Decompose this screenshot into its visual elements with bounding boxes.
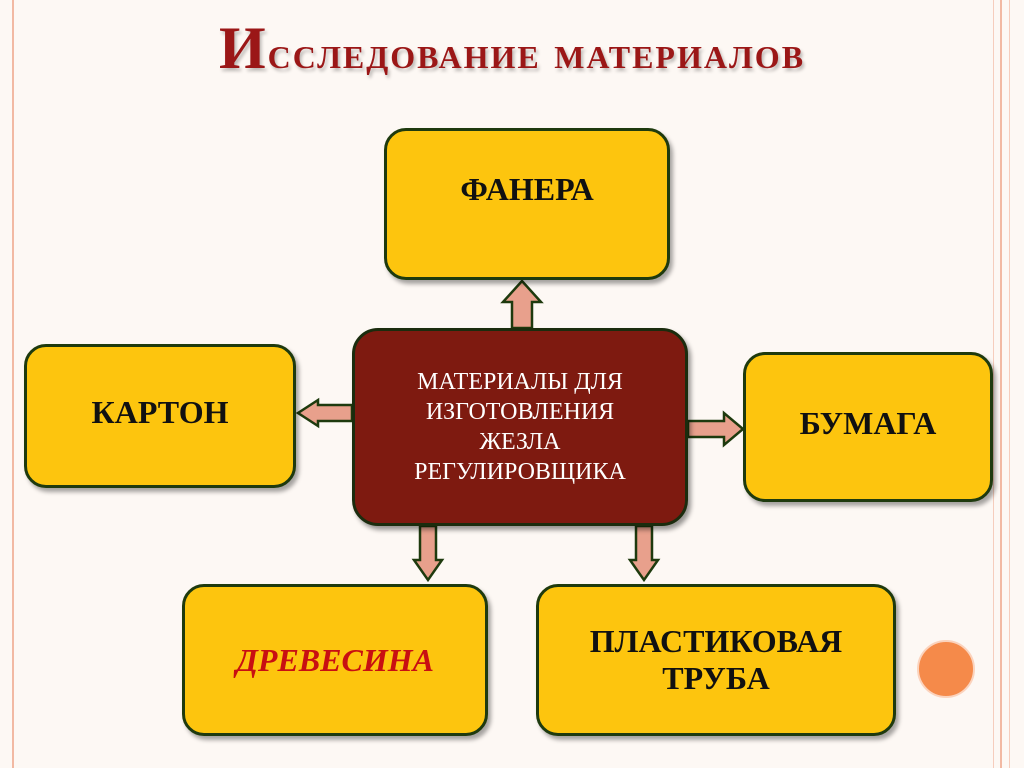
arrow-to-right <box>686 410 745 448</box>
frame-line-right-inner <box>993 0 994 768</box>
node-paper: БУМАГА <box>743 352 993 502</box>
node-plastic-pipe: ПЛАСТИКОВАЯ ТРУБА <box>536 584 896 736</box>
node-plywood-label: ФАНЕРА <box>460 170 594 207</box>
frame-line-right <box>1000 0 1002 768</box>
arrow-to-bottom-left <box>411 524 445 583</box>
node-center-materials: МАТЕРИАЛЫ ДЛЯ ИЗГОТОВЛЕНИЯ ЖЕЗЛА РЕГУЛИР… <box>352 328 688 526</box>
decorative-circle <box>917 640 975 698</box>
arrow-to-bottom-right <box>627 524 661 583</box>
slide-title: Исследование материалов <box>0 14 1024 83</box>
arrow-to-top <box>500 279 544 330</box>
node-wood-label: ДРЕВЕСИНА <box>236 641 434 678</box>
arrow-to-left <box>295 397 354 429</box>
title-first-letter: И <box>218 15 268 81</box>
node-cardboard-label: КАРТОН <box>91 393 229 430</box>
node-cardboard: КАРТОН <box>24 344 296 488</box>
title-rest: сследование материалов <box>267 27 806 78</box>
frame-line-right-outer <box>1009 0 1010 768</box>
node-center-label: МАТЕРИАЛЫ ДЛЯ ИЗГОТОВЛЕНИЯ ЖЕЗЛА РЕГУЛИР… <box>414 369 626 485</box>
node-plywood: ФАНЕРА <box>384 128 670 280</box>
node-plastic-pipe-label: ПЛАСТИКОВАЯ ТРУБА <box>589 623 843 696</box>
node-wood: ДРЕВЕСИНА <box>182 584 488 736</box>
frame-line-left <box>12 0 14 768</box>
node-paper-label: БУМАГА <box>799 404 937 441</box>
